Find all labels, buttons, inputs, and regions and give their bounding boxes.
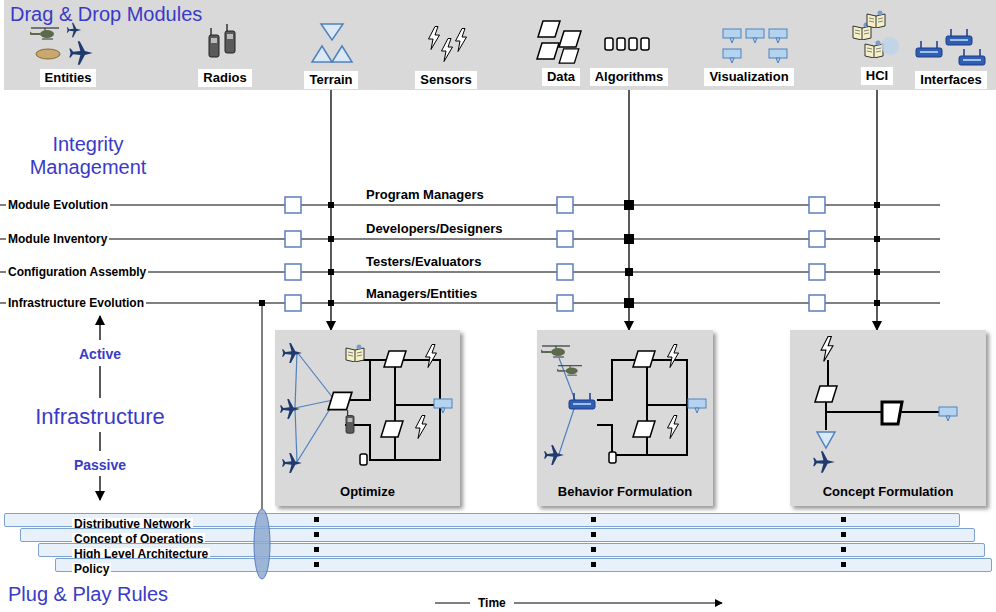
rule-bar: Distributive Network (4, 513, 960, 527)
module-label: Radios (198, 69, 251, 87)
module-label: Sensors (415, 71, 476, 89)
annotation-label: Infrastructure Evolution (6, 296, 146, 310)
node-label: Data (547, 69, 575, 85)
node-label: Sensors (420, 72, 471, 88)
node-label: Radios (203, 70, 246, 86)
configuration-panel: Behavior Formulation (537, 330, 713, 506)
node-label: Optimize (340, 484, 395, 500)
configuration-panel: Optimize (275, 330, 460, 506)
module-label: HCI (861, 67, 893, 85)
module-label: Visualization (704, 68, 793, 86)
annotation-label: Developers/Designers (366, 221, 503, 236)
rule-bar: Concept of Operations (20, 528, 975, 542)
node-label: Interfaces (920, 72, 981, 88)
configuration-panel: Concept Formulation (790, 330, 986, 506)
annotation-label: Managers/Entities (366, 286, 477, 301)
annotation-label: Module Inventory (6, 232, 109, 246)
module-label: Entities (40, 69, 97, 87)
module-palette: Drag & Drop ModulesEntities Radios Terrain… (4, 0, 996, 90)
node-label: Concept Formulation (823, 484, 954, 500)
optimize-illustration (275, 330, 460, 480)
annotation-label: Active (79, 346, 121, 362)
node-label: Algorithms (595, 69, 664, 85)
node-label: HCI (866, 68, 888, 84)
palette-title: Drag & Drop Modules (4, 0, 996, 26)
rule-bar: Policy (55, 558, 992, 572)
annotation-label: Program Managers (366, 187, 484, 202)
node-label: Behavior Formulation (558, 484, 692, 500)
module-label: Terrain (304, 71, 357, 89)
annotation-label: Time (478, 596, 506, 610)
flow-connector (330, 89, 331, 330)
module-label: Algorithms (590, 68, 669, 86)
flow-connector (628, 86, 629, 330)
module-label: Interfaces (915, 71, 986, 89)
annotation-label: Configuration Assembly (6, 265, 148, 279)
node-label: Entities (45, 70, 92, 86)
annotation-label: Infrastructure (35, 404, 165, 429)
rule-name: Policy (72, 563, 111, 575)
rule-bar: High Level Architecture (38, 543, 985, 557)
annotation-label: Passive (74, 457, 126, 473)
annotation-label: Plug & Play Rules (8, 583, 168, 606)
flow-connector (876, 85, 877, 330)
node-label: Terrain (309, 72, 352, 88)
node-label: Visualization (709, 69, 788, 85)
behavior-illustration (537, 330, 713, 480)
annotation-label: Module Evolution (6, 198, 110, 212)
concept-illustration (790, 330, 986, 480)
module-label: Data (542, 68, 580, 86)
annotation-label: Integrity Management (13, 133, 163, 179)
annotation-label: Testers/Evaluators (366, 254, 481, 269)
